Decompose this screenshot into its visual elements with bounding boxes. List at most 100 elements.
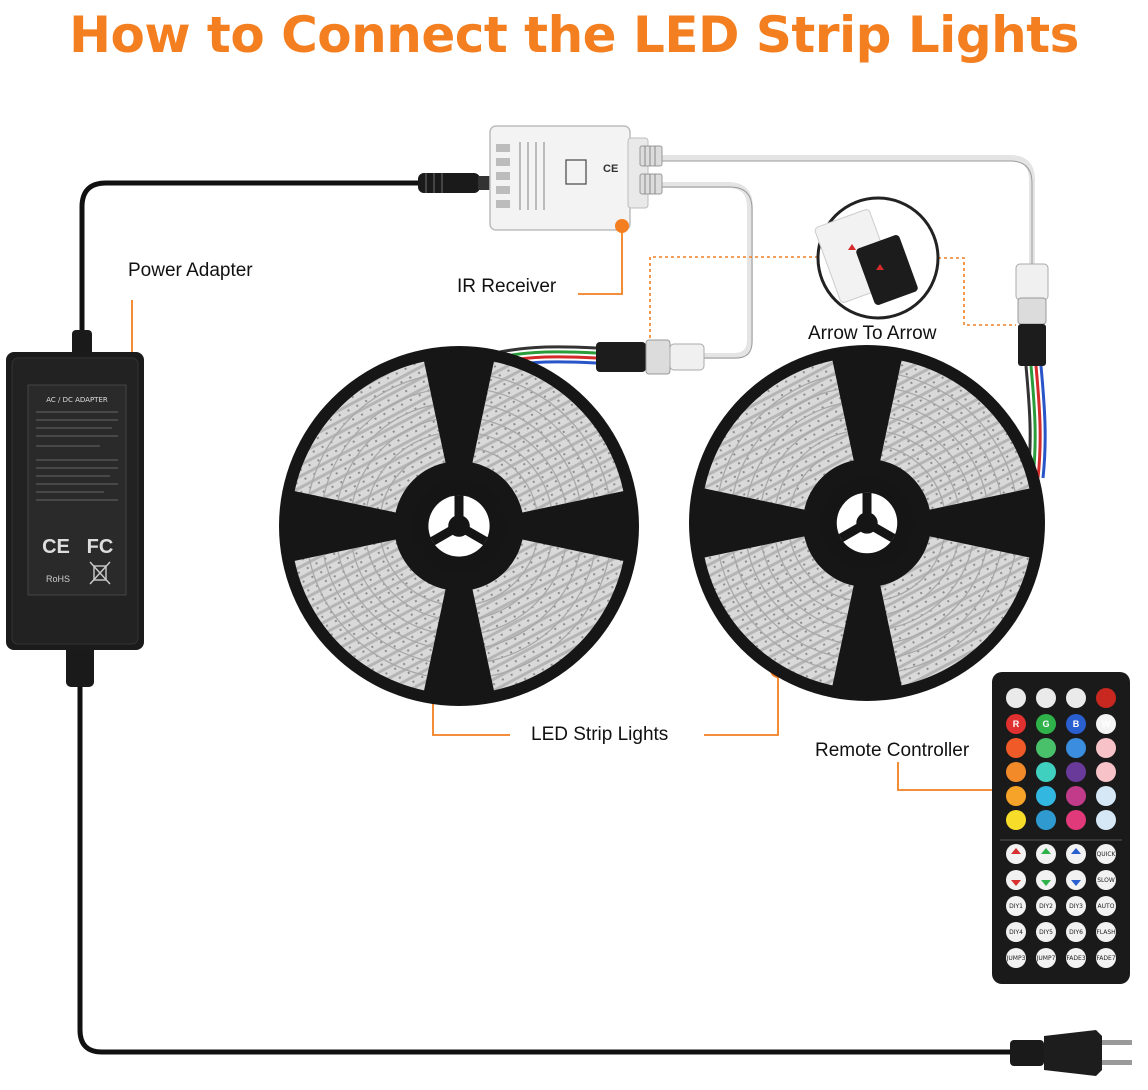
function-key-label: FADE7 xyxy=(1096,955,1115,962)
strip-ring xyxy=(760,545,845,630)
function-key-label: DIY4 xyxy=(1009,929,1023,936)
color-key xyxy=(1096,714,1116,734)
label-power-adapter: Power Adapter xyxy=(128,260,253,281)
reel-window xyxy=(472,539,624,691)
color-key xyxy=(1036,786,1056,806)
adapter-rohs-mark: RoHS xyxy=(46,574,70,584)
strip-ring xyxy=(478,433,552,507)
strip-ring xyxy=(478,545,552,619)
function-key-label: DIY2 xyxy=(1039,903,1053,910)
strip-ring xyxy=(380,542,443,605)
function-key-label: DIY6 xyxy=(1069,929,1083,936)
arrow-down-icon xyxy=(1041,880,1051,886)
function-key-label: SLOW xyxy=(1097,877,1115,884)
function-key xyxy=(1006,922,1026,942)
strip-ring xyxy=(308,375,428,495)
function-key xyxy=(1036,922,1056,942)
adapter-fc-mark: FC xyxy=(87,536,114,558)
function-key xyxy=(1006,948,1026,968)
power-cord xyxy=(77,680,1020,1055)
strip-ring xyxy=(732,551,839,658)
hub-axle xyxy=(448,515,470,537)
strip-ring xyxy=(487,554,596,663)
strip-ring xyxy=(351,418,437,504)
function-key xyxy=(1096,844,1116,864)
strip-ring xyxy=(490,375,610,495)
color-key xyxy=(1096,810,1116,830)
strip-ring xyxy=(883,539,945,601)
color-key xyxy=(1066,738,1086,758)
label-remote-controller: Remote Controller xyxy=(815,740,970,761)
color-key xyxy=(1096,738,1116,758)
weee-bin-icon xyxy=(89,561,111,585)
color-key xyxy=(1006,810,1026,830)
alignment-arrow-icon-2 xyxy=(876,264,884,270)
strip-ring xyxy=(883,445,945,507)
function-key-label: DIY3 xyxy=(1069,903,1083,910)
label-ir-receiver: IR Receiver xyxy=(457,276,557,297)
strip-ring xyxy=(380,447,443,510)
strip-ring xyxy=(718,374,836,492)
strip-ring xyxy=(308,557,428,677)
wall-plug xyxy=(1010,1030,1132,1076)
function-key-label: FADE3 xyxy=(1066,955,1085,962)
play-pause-icon xyxy=(1066,688,1086,708)
brightness-up-icon xyxy=(1006,688,1026,708)
function-key xyxy=(1066,922,1086,942)
function-key xyxy=(1006,896,1026,916)
control-box-ce-mark: CE xyxy=(603,163,618,175)
reel-window xyxy=(294,361,446,513)
function-key-label: DIY1 xyxy=(1009,903,1023,910)
strip-ring xyxy=(746,548,842,644)
hub-axle xyxy=(856,512,878,534)
color-key xyxy=(1006,762,1026,782)
reel-window xyxy=(704,536,854,686)
strip-ring xyxy=(889,416,974,501)
strip-ring xyxy=(337,404,434,501)
reel-window xyxy=(472,361,624,513)
power-adapter: AC / DC ADAPTER CE FC RoHS xyxy=(6,352,144,650)
strip-ring xyxy=(789,539,851,601)
function-key xyxy=(1096,922,1116,942)
rgb-control-box: CE xyxy=(489,125,663,233)
strip-ring xyxy=(898,374,1016,492)
reel-window xyxy=(294,539,446,691)
strip-ring xyxy=(895,388,1002,495)
strip-ring xyxy=(760,416,845,501)
color-key xyxy=(1066,762,1086,782)
arrow-up-icon xyxy=(1011,848,1021,854)
arrow-up-icon xyxy=(1071,848,1081,854)
strip-ring xyxy=(322,554,431,663)
brightness-down-icon xyxy=(1036,688,1056,708)
color-key xyxy=(1036,810,1056,830)
label-arrow-to-arrow: Arrow To Arrow xyxy=(808,323,937,344)
strip-ring xyxy=(490,557,610,677)
led-reel-right xyxy=(689,345,1045,701)
white-cable-loop xyxy=(655,182,753,359)
function-key-label: JUMP7 xyxy=(1036,955,1056,962)
strip-ring xyxy=(351,548,437,634)
arrow-up-icon xyxy=(1041,848,1051,854)
arrow-callout-dotted xyxy=(649,256,818,344)
color-key xyxy=(1096,786,1116,806)
strip-ring xyxy=(718,554,836,672)
reel-window xyxy=(880,536,1030,686)
right-strip-connector xyxy=(1015,263,1049,366)
adapter-ce-mark: CE xyxy=(42,536,70,558)
strip-ring xyxy=(789,445,851,507)
strip-ring xyxy=(487,389,596,498)
led-reel-left xyxy=(279,346,639,706)
adapter-label-text: AC / DC ADAPTER xyxy=(46,396,108,404)
reel-window xyxy=(704,360,854,510)
arrow-down-icon xyxy=(1011,880,1021,886)
power-cable xyxy=(79,180,460,340)
strip-ring xyxy=(775,431,848,504)
function-key xyxy=(1066,896,1086,916)
color-key-label: B xyxy=(1073,719,1080,729)
color-key xyxy=(1006,786,1026,806)
strip-ring xyxy=(886,431,959,504)
strip-ring xyxy=(366,433,440,507)
strip-ring xyxy=(898,554,1016,672)
